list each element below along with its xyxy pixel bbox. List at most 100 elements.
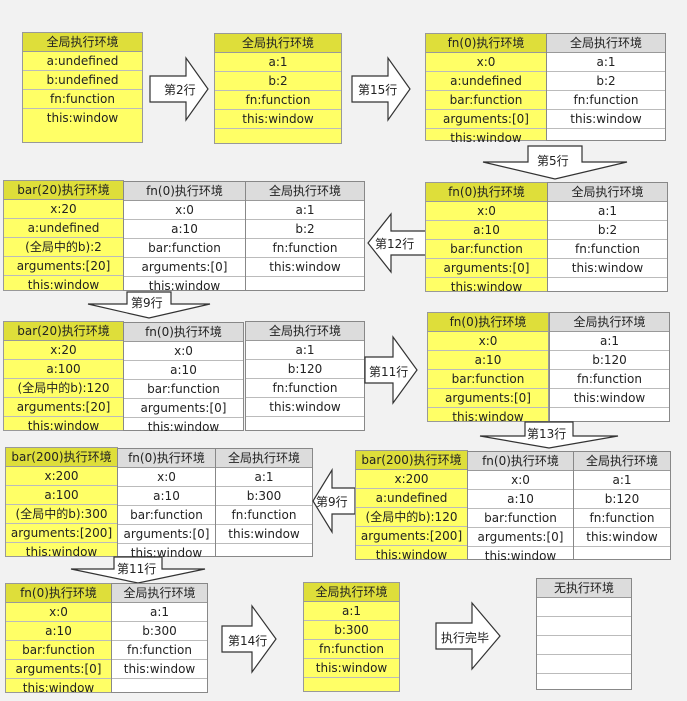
- context-row: bar:function: [426, 91, 546, 110]
- context-row: this:window: [246, 398, 364, 417]
- context-row: a:10: [6, 622, 111, 641]
- arrow-label: 第11行: [369, 365, 409, 379]
- context-header: fn(0)执行环境: [6, 584, 111, 603]
- bar20-context-box-2: bar(20)执行环境 x:20 a:100 (全局中的b):120 argum…: [3, 321, 124, 433]
- context-row: b:2: [246, 220, 364, 239]
- context-row: x:200: [356, 470, 467, 489]
- context-header: 全局执行环境: [23, 33, 142, 52]
- context-row: x:0: [426, 53, 546, 72]
- context-row: this:window: [246, 258, 364, 277]
- context-row: fn:function: [550, 370, 669, 389]
- context-row: this:window: [450, 280, 523, 294]
- context-row: x:0: [6, 603, 111, 622]
- fn0-context-box-6: fn(0)执行环境 x:0 a:10 bar:function argument…: [117, 448, 216, 560]
- context-row: this:window: [22, 681, 95, 695]
- context-header: 全局执行环境: [215, 34, 341, 53]
- empty-context-box: 无执行环境: [536, 578, 632, 690]
- context-row: bar:function: [124, 239, 245, 258]
- context-row: this:window: [547, 110, 665, 129]
- global-context-box-4: 全局执行环境 a:1 b:2 fn:function this:window: [245, 181, 365, 291]
- context-row: this:window: [450, 131, 522, 145]
- context-row: this:window: [148, 279, 221, 293]
- context-row: this:window: [484, 549, 557, 563]
- context-row: fn:function: [216, 506, 312, 525]
- right-arrow-line11-a: 第11行: [364, 335, 419, 405]
- context-row: fn:function: [215, 91, 341, 110]
- context-row: a:1: [246, 341, 364, 360]
- context-row: fn:function: [548, 240, 667, 259]
- context-row: arguments:[0]: [428, 389, 548, 408]
- context-row: a:1: [574, 471, 670, 490]
- context-row: arguments:[20]: [4, 257, 123, 276]
- global-context-box-1: 全局执行环境 a:undefined b:undefined fn:functi…: [22, 32, 143, 143]
- context-header: 全局执行环境: [547, 34, 665, 53]
- context-row: x:0: [124, 201, 245, 220]
- down-arrow-line9-a: 第9行: [87, 291, 211, 319]
- context-row: b:300: [112, 622, 207, 641]
- context-row: arguments:[0]: [124, 258, 245, 277]
- arrow-label: 第12行: [375, 237, 415, 251]
- context-row: bar:function: [6, 641, 111, 660]
- context-row: [548, 278, 667, 296]
- context-row: bar:function: [426, 240, 547, 259]
- context-row: a:100: [6, 486, 117, 505]
- context-row: bar:function: [468, 509, 573, 528]
- down-arrow-line11-b: 第11行: [70, 556, 206, 584]
- context-row: x:0: [426, 202, 547, 221]
- context-row: arguments:[0]: [6, 660, 111, 679]
- context-row: [547, 129, 665, 147]
- context-row: this:window: [25, 545, 98, 559]
- bar200-context-box-2: bar(200)执行环境 x:200 a:undefined (全局中的b):1…: [355, 450, 468, 562]
- context-row: b:300: [304, 621, 399, 640]
- context-row: [574, 547, 670, 565]
- global-context-box-8: 全局执行环境 a:1 b:300 fn:function this:window: [215, 448, 313, 557]
- context-row: b:300: [216, 487, 312, 506]
- context-row: a:undefined: [23, 52, 142, 71]
- context-row: [537, 617, 631, 636]
- context-row: b:2: [548, 221, 667, 240]
- fn0-context-box-7: fn(0)执行环境 x:0 a:10 bar:function argument…: [467, 451, 574, 563]
- left-arrow-line9-b: 第9行: [312, 467, 356, 535]
- context-row: fn:function: [112, 641, 207, 660]
- context-header: 全局执行环境: [246, 322, 364, 341]
- down-arrow-line5: 第5行: [482, 145, 628, 180]
- context-header: 全局执行环境: [216, 449, 312, 468]
- context-row: a:1: [547, 53, 665, 72]
- context-row: fn:function: [574, 509, 670, 528]
- context-row: this:window: [215, 110, 341, 129]
- context-row: this:window: [548, 259, 667, 278]
- context-header: fn(0)执行环境: [124, 323, 243, 342]
- global-context-box-7: 全局执行环境 a:1 b:120 fn:function this:window: [549, 312, 670, 422]
- context-row: arguments:[0]: [426, 110, 546, 129]
- context-row: a:1: [550, 332, 669, 351]
- bar200-context-box-1: bar(200)执行环境 x:200 a:100 (全局中的b):300 arg…: [5, 447, 118, 559]
- context-row: this:window: [112, 660, 207, 679]
- context-row: a:10: [468, 490, 573, 509]
- context-row: a:undefined: [4, 219, 123, 238]
- context-row: [537, 674, 631, 692]
- context-row: a:1: [216, 468, 312, 487]
- right-arrow-done: 执行完毕: [435, 601, 502, 671]
- context-row: [537, 636, 631, 655]
- context-header: 全局执行环境: [304, 583, 399, 602]
- context-row: [112, 679, 207, 697]
- context-row: (全局中的b):120: [4, 379, 123, 398]
- context-row: arguments:[0]: [124, 399, 243, 418]
- context-row: x:20: [4, 341, 123, 360]
- context-row: this:window: [550, 389, 669, 408]
- context-row: x:200: [6, 467, 117, 486]
- context-row: a:10: [124, 361, 243, 380]
- context-row: arguments:[200]: [6, 524, 117, 543]
- context-header: fn(0)执行环境: [426, 34, 546, 53]
- context-row: a:1: [112, 603, 207, 622]
- context-row: [216, 544, 312, 562]
- global-context-box-9: 全局执行环境 a:1 b:120 fn:function this:window: [573, 451, 671, 560]
- context-row: x:0: [124, 342, 243, 361]
- context-row: [246, 277, 364, 295]
- context-row: b:undefined: [23, 71, 142, 90]
- global-context-box-10: 全局执行环境 a:1 b:300 fn:function this:window: [111, 583, 208, 693]
- context-row: b:2: [215, 72, 341, 91]
- context-row: [215, 129, 341, 147]
- context-header: 全局执行环境: [548, 183, 667, 202]
- context-row: this:window: [46, 111, 119, 125]
